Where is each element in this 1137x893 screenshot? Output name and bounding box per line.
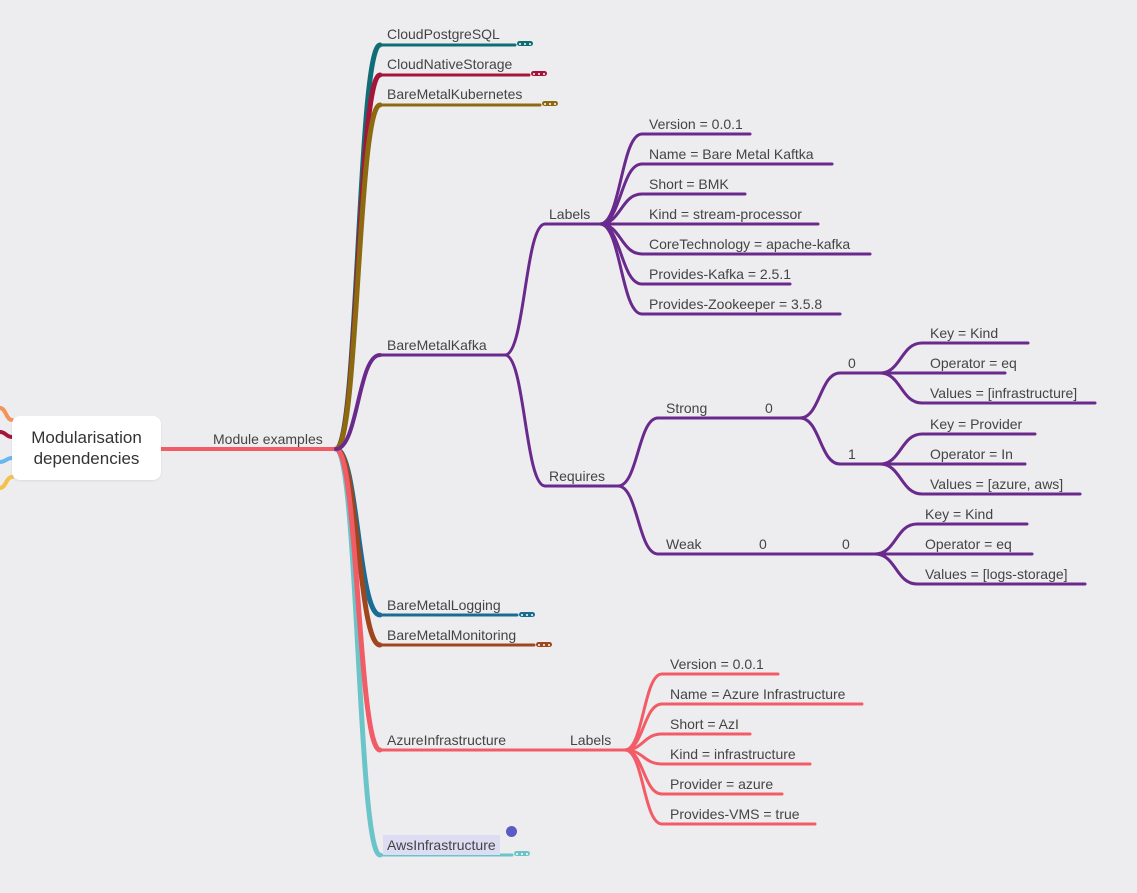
node-requires-strong[interactable]: Strong: [666, 400, 708, 416]
azure-label-item[interactable]: Provides-VMS = true: [670, 806, 800, 822]
connector-line: [503, 353, 547, 488]
connector-line: [798, 416, 842, 466]
connector-line: [0, 406, 14, 422]
node-strong-item-index[interactable]: 1: [848, 446, 856, 462]
kafka-label-item[interactable]: Short = BMK: [649, 176, 729, 192]
strong-entry[interactable]: Key = Provider: [930, 416, 1023, 432]
node-cloud-native-storage[interactable]: CloudNativeStorage: [387, 56, 513, 72]
connector-line: [598, 222, 644, 316]
node-requires-weak[interactable]: Weak: [666, 536, 702, 552]
connector-line: [878, 462, 924, 496]
root-node-line2: dependencies: [33, 449, 140, 468]
connector-line: [616, 416, 660, 488]
azure-label-item[interactable]: Short = AzI: [670, 716, 739, 732]
connector-line: [798, 371, 842, 420]
root-node-line1: Modularisation: [31, 428, 142, 447]
kafka-label-item[interactable]: Name = Bare Metal Kaftka: [649, 146, 814, 162]
expand-more-icon[interactable]: [514, 851, 530, 856]
kafka-label-item[interactable]: CoreTechnology = apache-kafka: [649, 236, 851, 252]
node-weak-index[interactable]: 0: [759, 536, 767, 552]
node-strong-index[interactable]: 0: [765, 400, 773, 416]
connector-line: [623, 748, 664, 826]
connector-line: [873, 522, 919, 556]
connector-line: [333, 102, 383, 452]
connector-line: [616, 484, 660, 556]
connector-line: [623, 672, 664, 752]
node-kafka-requires[interactable]: Requires: [549, 468, 606, 484]
node-azure-infrastructure[interactable]: AzureInfrastructure: [387, 732, 507, 748]
connector-line: [878, 432, 924, 466]
connector-line: [873, 552, 919, 586]
node-weak-item-index[interactable]: 0: [842, 536, 850, 552]
expand-more-icon[interactable]: [542, 101, 558, 106]
node-strong-item-index[interactable]: 0: [848, 355, 856, 371]
expand-more-icon[interactable]: [519, 612, 535, 617]
node-aws-infrastructure[interactable]: AwsInfrastructure: [383, 835, 500, 855]
node-kafka-labels[interactable]: Labels: [549, 206, 591, 222]
expand-more-icon[interactable]: [517, 41, 533, 46]
strong-entry[interactable]: Operator = In: [930, 446, 1013, 462]
connector-line: [333, 446, 383, 753]
strong-entry[interactable]: Operator = eq: [930, 355, 1017, 371]
node-bare-metal-kubernetes[interactable]: BareMetalKubernetes: [387, 86, 523, 102]
connector-line: [503, 222, 547, 357]
weak-entry[interactable]: Key = Kind: [925, 506, 994, 522]
node-bare-metal-monitoring[interactable]: BareMetalMonitoring: [387, 627, 517, 643]
module-examples-node[interactable]: Module examples: [213, 431, 323, 447]
strong-entry[interactable]: Values = [azure, aws]: [930, 476, 1064, 492]
azure-label-item[interactable]: Kind = infrastructure: [670, 746, 796, 762]
kafka-label-item[interactable]: Provides-Zookeeper = 3.5.8: [649, 296, 823, 312]
weak-entry[interactable]: Values = [logs-storage]: [925, 566, 1068, 582]
connector-line: [0, 456, 14, 464]
connector-line: [0, 475, 14, 490]
weak-entry[interactable]: Operator = eq: [925, 536, 1012, 552]
node-bare-metal-kafka[interactable]: BareMetalKafka: [387, 337, 487, 353]
kafka-label-item[interactable]: Kind = stream-processor: [649, 206, 802, 222]
strong-entry[interactable]: Key = Kind: [930, 325, 999, 341]
node-azure-labels[interactable]: Labels: [570, 732, 612, 748]
node-bare-metal-logging[interactable]: BareMetalLogging: [387, 597, 501, 613]
azure-label-item[interactable]: Name = Azure Infrastructure: [670, 686, 846, 702]
selection-handle-icon[interactable]: [506, 826, 517, 837]
azure-label-item[interactable]: Version = 0.0.1: [670, 656, 764, 672]
connector-line: [878, 341, 924, 375]
root-node[interactable]: Modularisation dependencies: [12, 416, 161, 480]
azure-label-item[interactable]: Provider = azure: [670, 776, 774, 792]
expand-more-icon[interactable]: [536, 642, 552, 647]
expand-more-icon[interactable]: [531, 71, 547, 76]
kafka-label-item[interactable]: Provides-Kafka = 2.5.1: [649, 266, 792, 282]
connector-line: [878, 371, 924, 405]
connector-line: [333, 446, 383, 858]
connector-line: [0, 430, 14, 439]
node-cloud-postgresql[interactable]: CloudPostgreSQL: [387, 26, 500, 42]
strong-entry[interactable]: Values = [infrastructure]: [930, 385, 1078, 401]
connector-line: [334, 353, 382, 451]
kafka-label-item[interactable]: Version = 0.0.1: [649, 116, 743, 132]
